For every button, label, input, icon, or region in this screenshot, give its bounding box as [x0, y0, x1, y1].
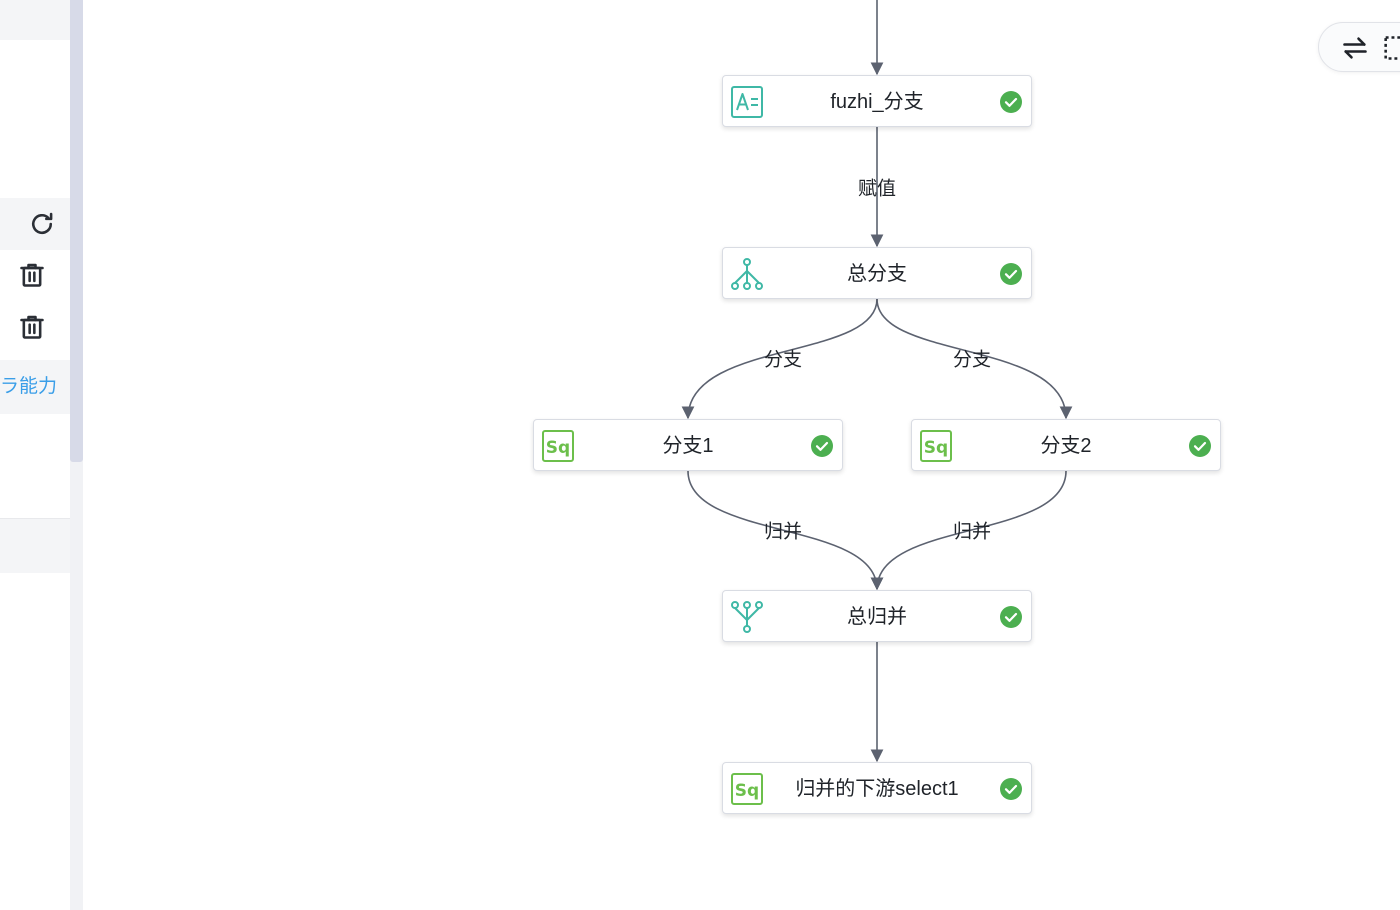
flow-node-merge[interactable]: 总归并 — [722, 590, 1032, 642]
canvas-toolbar — [1318, 22, 1400, 72]
flow-node-branch[interactable]: 总分支 — [722, 247, 1032, 299]
capability-link[interactable]: ラ能力 — [0, 376, 58, 397]
select-area-icon[interactable] — [1381, 34, 1400, 62]
node-label: 归并的下游select1 — [795, 778, 959, 800]
success-check-icon — [999, 262, 1023, 286]
sql-icon: Sq — [919, 429, 953, 463]
node-label: fuzhi_分支 — [830, 91, 924, 113]
left-panel-toolbar-band — [0, 198, 70, 250]
svg-text:Sq: Sq — [546, 438, 570, 458]
edge-label-merge-right: 归并 — [952, 521, 992, 543]
success-check-icon — [999, 90, 1023, 114]
left-panel-scrollbar[interactable] — [70, 0, 83, 910]
scrollbar-thumb[interactable] — [70, 0, 83, 462]
flow-node-branch-2[interactable]: Sq 分支2 — [911, 419, 1221, 471]
flow-node-fuzhi[interactable]: fuzhi_分支 — [722, 75, 1032, 127]
svg-text:Sq: Sq — [735, 781, 759, 801]
left-panel-row-band — [0, 519, 70, 573]
refresh-icon[interactable] — [28, 210, 56, 238]
node-label: 分支1 — [662, 435, 714, 457]
edge-label-assign: 赋值 — [857, 178, 897, 200]
sql-icon: Sq — [541, 429, 575, 463]
node-label: 分支2 — [1040, 435, 1092, 457]
edge-label-branch-left: 分支 — [763, 349, 803, 371]
success-check-icon — [999, 605, 1023, 629]
edge-label-branch-right: 分支 — [952, 349, 992, 371]
node-label: 总归并 — [847, 606, 907, 628]
left-panel-header-band — [0, 0, 70, 40]
success-check-icon — [810, 434, 834, 458]
swap-direction-icon[interactable] — [1341, 34, 1369, 62]
divider — [0, 518, 70, 519]
left-panel-link-band — [0, 360, 70, 414]
svg-text:Sq: Sq — [924, 438, 948, 458]
delete-icon[interactable] — [18, 261, 46, 289]
node-label: 总分支 — [847, 263, 907, 285]
delete-icon[interactable] — [18, 313, 46, 341]
assign-icon — [730, 85, 764, 119]
success-check-icon — [999, 777, 1023, 801]
edge-label-merge-left: 归并 — [763, 521, 803, 543]
success-check-icon — [1188, 434, 1212, 458]
sql-icon: Sq — [730, 772, 764, 806]
left-panel: ラ能力 — [0, 0, 70, 910]
merge-icon — [730, 600, 764, 634]
flow-node-branch-1[interactable]: Sq 分支1 — [533, 419, 843, 471]
flow-node-downstream[interactable]: Sq 归并的下游select1 — [722, 762, 1032, 814]
branch-icon — [730, 257, 764, 291]
